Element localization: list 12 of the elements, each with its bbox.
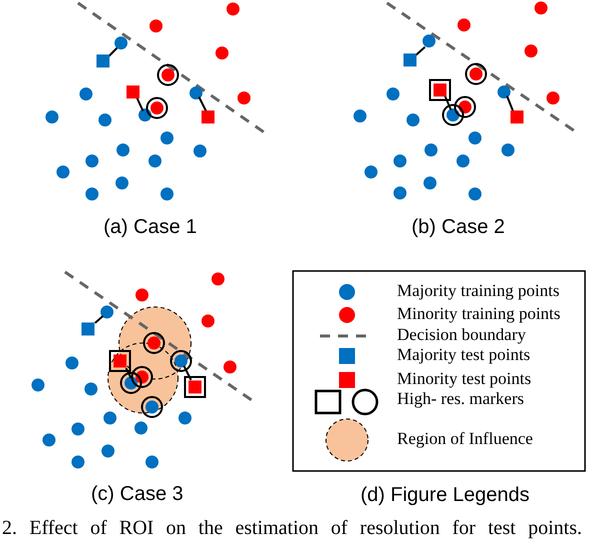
panel-caption: (b) Case 2: [412, 216, 505, 238]
legend-label: Region of Influence: [397, 428, 533, 448]
panel-caption: (a) Case 1: [104, 216, 197, 238]
panel-caption: (d) Figure Legends: [360, 484, 530, 506]
legend-label: Minority training points: [397, 304, 560, 322]
legend-label: Majority training points: [397, 280, 560, 300]
figure-caption: 2. Effect of ROI on the estimation of resolution for test points.: [2, 516, 582, 540]
legend-label: Decision boundary: [397, 324, 526, 344]
legend-label: Minority test points: [397, 368, 532, 388]
legend-label: Majority test points: [397, 344, 530, 364]
panel-caption: (c) Case 3: [91, 482, 184, 506]
legend-label: High- res. markers: [397, 388, 524, 408]
